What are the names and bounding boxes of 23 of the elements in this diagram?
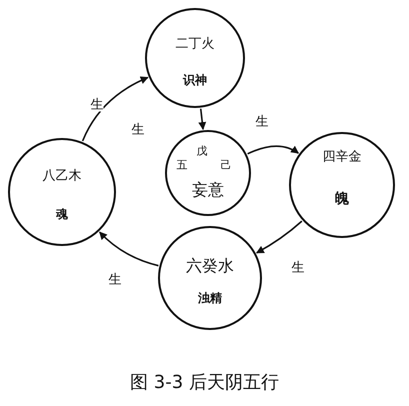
circle-text: 八乙木 (42, 170, 82, 182)
edge-label: 生 (90, 98, 104, 112)
circle-text: 魂 (56, 208, 68, 220)
circle-text: 魄 (335, 192, 349, 206)
edge-label: 生 (108, 274, 122, 286)
circle-text: 识神 (183, 74, 207, 86)
caption: 图 3-3 后天阴五行 (130, 372, 279, 393)
arrow (256, 220, 302, 254)
circle-text: 四辛金 (322, 150, 362, 164)
circle-text: 己 (220, 160, 232, 170)
circle-text: 妄意 (192, 182, 224, 198)
arrow (99, 232, 159, 266)
circle-text: 浊精 (198, 292, 222, 304)
edge-label: 生 (132, 124, 144, 136)
circle-text: 戊 (196, 146, 208, 156)
edge-label: 生 (256, 116, 268, 128)
arrow (82, 76, 149, 142)
circle-text: 二丁火 (176, 38, 214, 50)
arrow (198, 108, 206, 130)
edge-label: 生 (292, 262, 304, 274)
arrow (247, 145, 300, 155)
circle-text: 五 (176, 160, 188, 170)
circle-text: 六癸水 (186, 258, 234, 274)
